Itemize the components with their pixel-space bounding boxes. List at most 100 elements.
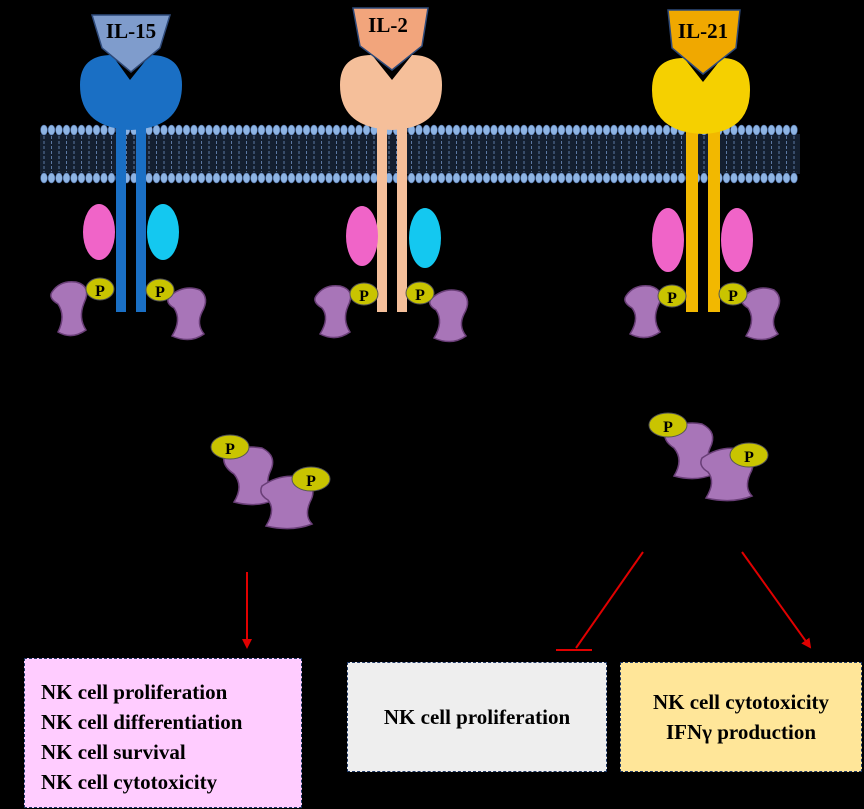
lipid-head [265, 124, 273, 136]
lipid-head [197, 124, 206, 136]
lipid-head [580, 124, 588, 136]
lipid-head [602, 124, 611, 136]
lipid-head [730, 172, 738, 184]
stat-protein [741, 287, 781, 341]
lipid-head [640, 172, 648, 184]
lipid-head [610, 124, 618, 136]
lipid-head [47, 172, 56, 184]
lipid-head [70, 124, 78, 136]
lipid-head [670, 172, 678, 184]
lipid-head [475, 124, 483, 136]
lipid-head [745, 124, 753, 136]
lipid-head [430, 124, 438, 136]
il2-receptor: IL-2 P P [314, 7, 469, 343]
phospho-circle [657, 284, 687, 308]
lipid-head [182, 172, 191, 184]
phospho-circle [648, 412, 688, 438]
phospho-label: P [415, 287, 425, 304]
lipid-head [587, 124, 596, 136]
lipid-head [760, 172, 768, 184]
jak-pink [346, 206, 378, 266]
lipid-head [497, 172, 506, 184]
lipid-head [505, 172, 513, 184]
lipid-head [655, 172, 663, 184]
lipid-head [332, 172, 341, 184]
lipid-head [625, 172, 633, 184]
stat-dimer-right: P P [648, 412, 769, 502]
il15-receptor-chain [136, 120, 146, 312]
lipid-head [790, 124, 798, 136]
lipid-head [595, 172, 603, 184]
lipid-head [595, 124, 603, 136]
lipid-head [355, 172, 363, 184]
lipid-head [295, 172, 303, 184]
lipid-head [182, 124, 191, 136]
lipid-head [557, 172, 566, 184]
lipid-head [347, 124, 356, 136]
phospho-label: P [155, 284, 165, 301]
lipid-head [520, 124, 528, 136]
activation-arrow [741, 551, 812, 649]
lipid-head [77, 172, 86, 184]
lipid-head [737, 172, 746, 184]
lipid-head [460, 172, 468, 184]
outcome-line: NK cell cytotoxicity [41, 770, 218, 794]
lipid-head [212, 172, 221, 184]
lipid-head [242, 172, 251, 184]
jak-cyan [409, 208, 441, 268]
lipid-head [505, 124, 513, 136]
lipid-head [767, 172, 776, 184]
il21-ligand [667, 9, 741, 75]
outcome-line: NK cell differentiation [41, 710, 243, 734]
lipid-head [175, 172, 183, 184]
lipid-head [542, 124, 551, 136]
lipid-head [602, 172, 611, 184]
lipid-head [647, 172, 656, 184]
lipid-head [662, 172, 671, 184]
lipid-head [265, 172, 273, 184]
lipid-head [782, 172, 791, 184]
lipid-head [467, 124, 476, 136]
lipid-head [415, 172, 423, 184]
il15-receptor-chain [116, 120, 126, 312]
lipid-head [520, 172, 528, 184]
lipid-head [760, 124, 768, 136]
lipid-head [437, 124, 446, 136]
lipid-head [175, 124, 183, 136]
lipid-head [340, 124, 348, 136]
phospho-circle [85, 277, 115, 301]
lipid-head [475, 172, 483, 184]
lipid-head [212, 124, 221, 136]
il2-label: IL-2 [368, 13, 408, 37]
il15-label: IL-15 [106, 19, 156, 43]
lipid-head [752, 124, 761, 136]
lipid-head [775, 124, 783, 136]
lipid-head [745, 172, 753, 184]
lipid-head [85, 172, 93, 184]
lipid-head [302, 172, 311, 184]
lipid-head [452, 124, 461, 136]
lipid-head [250, 172, 258, 184]
outcome-line: NK cell proliferation [41, 680, 228, 704]
lipid-head [445, 172, 453, 184]
lipid-head [332, 124, 341, 136]
lipid-head [617, 172, 626, 184]
lipid-head [340, 172, 348, 184]
lipid-head [362, 124, 371, 136]
lipid-head [572, 124, 581, 136]
lipid-head [62, 172, 71, 184]
lipid-head [565, 172, 573, 184]
il21-receptor-chain [708, 120, 720, 312]
il21-receptor: IL-21 P P [624, 9, 781, 341]
lipid-head [497, 124, 506, 136]
phospho-label: P [95, 283, 105, 300]
outcome-line: IFNγ production [665, 720, 817, 744]
lipid-head [662, 124, 671, 136]
jak-pink [721, 208, 753, 272]
phospho-circle [718, 282, 748, 306]
lipid-head [572, 172, 581, 184]
stat-protein [314, 284, 352, 339]
lipid-head [190, 172, 198, 184]
lipid-head [317, 172, 326, 184]
lipid-head [587, 172, 596, 184]
